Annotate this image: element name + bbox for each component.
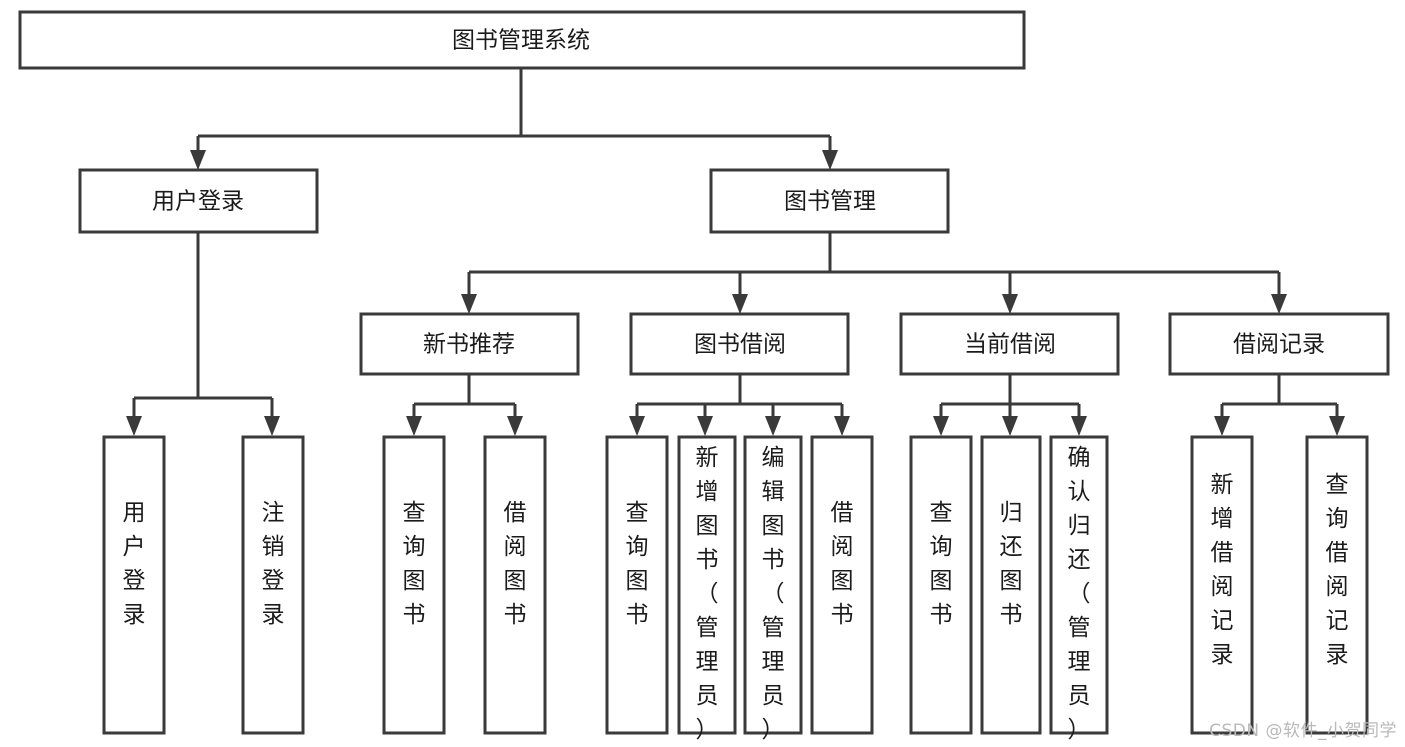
node-user-login-label: 用户登录 [152,189,244,215]
connector-root-bus [196,68,832,158]
connector-book-borrow-bus [635,374,844,424]
node-leaf-borrow-book-1[interactable]: 借阅图书 [483,435,547,735]
node-new-book-recommend-box[interactable] [359,312,580,376]
node-leaf-borrow-book-2-label: 借阅图书 [831,500,854,628]
node-current-borrow-box[interactable] [899,312,1120,376]
node-leaf-confirm-return-box[interactable] [1049,435,1109,735]
arrow-to-book-management [822,150,838,170]
node-leaf-return-book-box[interactable] [980,435,1042,735]
node-leaf-borrow-book-2[interactable]: 借阅图书 [810,435,874,735]
node-leaf-add-book-label: 新增图书（管理员） [696,445,719,743]
node-leaf-logout-login-box[interactable] [241,435,305,735]
node-leaf-query-book-2-label: 查询图书 [626,500,649,628]
watermark-text: CSDN @软件_小贺同学 [1209,721,1397,741]
node-leaf-logout-login[interactable]: 注销登录 [241,435,305,735]
node-leaf-query-book-3-label: 查询图书 [930,500,953,628]
arrow-to-borrow-record [1271,294,1287,314]
node-leaf-query-book-1-box[interactable] [382,435,446,735]
node-leaf-confirm-return-label: 确认归还（管理员） [1068,445,1091,743]
connector-borrow-record-bus [1220,374,1339,424]
arrow-to-book-borrow [732,294,748,314]
arrow-to-leaf-user-login [126,416,142,436]
node-book-management-box[interactable] [709,168,950,234]
arrow-to-leaf-borrow-book-2 [834,416,850,436]
arrow-to-leaf-add-book [697,416,713,436]
arrow-to-leaf-query-book-1 [406,416,422,436]
arrow-to-new-book-recommend [461,294,477,314]
node-leaf-return-book-label: 归还图书 [1000,500,1023,628]
node-leaf-query-record[interactable]: 查询借阅记录 [1305,435,1369,735]
node-leaf-query-book-3[interactable]: 查询图书 [909,435,973,735]
arrow-to-leaf-confirm-return [1071,416,1087,436]
node-new-book-recommend-label: 新书推荐 [423,332,515,358]
node-leaf-borrow-book-1-label: 借阅图书 [504,500,527,628]
node-leaf-return-book[interactable]: 归还图书 [980,435,1042,735]
arrow-to-current-borrow [1002,294,1018,314]
arrow-to-user-login [190,150,206,170]
node-user-login[interactable]: 用户登录 [78,168,319,234]
node-leaf-query-book-1-label: 查询图书 [403,500,426,628]
node-root[interactable]: 图书管理系统 [18,10,1026,70]
node-new-book-recommend[interactable]: 新书推荐 [359,312,580,376]
node-borrow-record[interactable]: 借阅记录 [1168,312,1390,376]
node-borrow-record-box[interactable] [1168,312,1390,376]
node-leaf-confirm-return[interactable]: 确认归还（管理员） [1049,435,1109,743]
node-leaf-query-book-2[interactable]: 查询图书 [605,435,669,735]
node-borrow-record-label: 借阅记录 [1233,332,1325,358]
node-current-borrow[interactable]: 当前借阅 [899,312,1120,376]
node-leaf-edit-book[interactable]: 编辑图书（管理员） [743,435,803,743]
connector-book-management-bus [467,232,1281,300]
node-leaf-user-login[interactable]: 用户登录 [102,435,166,735]
connector-user-login-bus [132,232,274,424]
node-current-borrow-label: 当前借阅 [964,332,1056,358]
arrow-to-leaf-edit-book [765,416,781,436]
arrow-to-leaf-logout-login [264,416,280,436]
arrow-to-leaf-query-book-3 [933,416,949,436]
connector-layer [126,68,1345,436]
arrow-to-leaf-borrow-book-1 [507,416,523,436]
node-leaf-edit-book-label: 编辑图书（管理员） [762,445,785,743]
node-leaf-user-login-box[interactable] [102,435,166,735]
node-leaf-logout-login-label: 注销登录 [262,500,285,628]
arrow-to-leaf-add-record [1214,416,1230,436]
node-leaf-edit-book-box[interactable] [743,435,803,735]
connector-new-book-recommend-bus [412,374,517,424]
connector-current-borrow-bus [939,374,1081,424]
node-leaf-query-record-label: 查询借阅记录 [1326,472,1349,668]
node-root-label: 图书管理系统 [452,28,590,54]
arrow-to-leaf-return-book [1002,416,1018,436]
node-user-login-box[interactable] [78,168,319,234]
node-book-borrow-label: 图书借阅 [694,332,786,358]
arrow-to-leaf-query-record [1329,416,1345,436]
node-leaf-query-book-1[interactable]: 查询图书 [382,435,446,735]
node-leaf-add-book-box[interactable] [677,435,737,735]
node-book-borrow-box[interactable] [629,312,850,376]
node-leaf-add-record[interactable]: 新增借阅记录 [1190,435,1254,735]
node-book-management[interactable]: 图书管理 [709,168,950,234]
node-book-management-label: 图书管理 [784,189,876,215]
node-leaf-query-record-box[interactable] [1305,435,1369,735]
node-leaf-add-record-label: 新增借阅记录 [1211,472,1234,668]
node-leaf-add-book[interactable]: 新增图书（管理员） [677,435,737,743]
node-leaf-borrow-book-1-box[interactable] [483,435,547,735]
node-root-box[interactable] [18,10,1026,70]
node-book-borrow[interactable]: 图书借阅 [629,312,850,376]
node-leaf-query-book-2-box[interactable] [605,435,669,735]
arrow-to-leaf-query-book-2 [629,416,645,436]
node-leaf-add-record-box[interactable] [1190,435,1254,735]
node-leaf-user-login-label: 用户登录 [123,500,146,628]
node-leaf-borrow-book-2-box[interactable] [810,435,874,735]
node-leaf-query-book-3-box[interactable] [909,435,973,735]
